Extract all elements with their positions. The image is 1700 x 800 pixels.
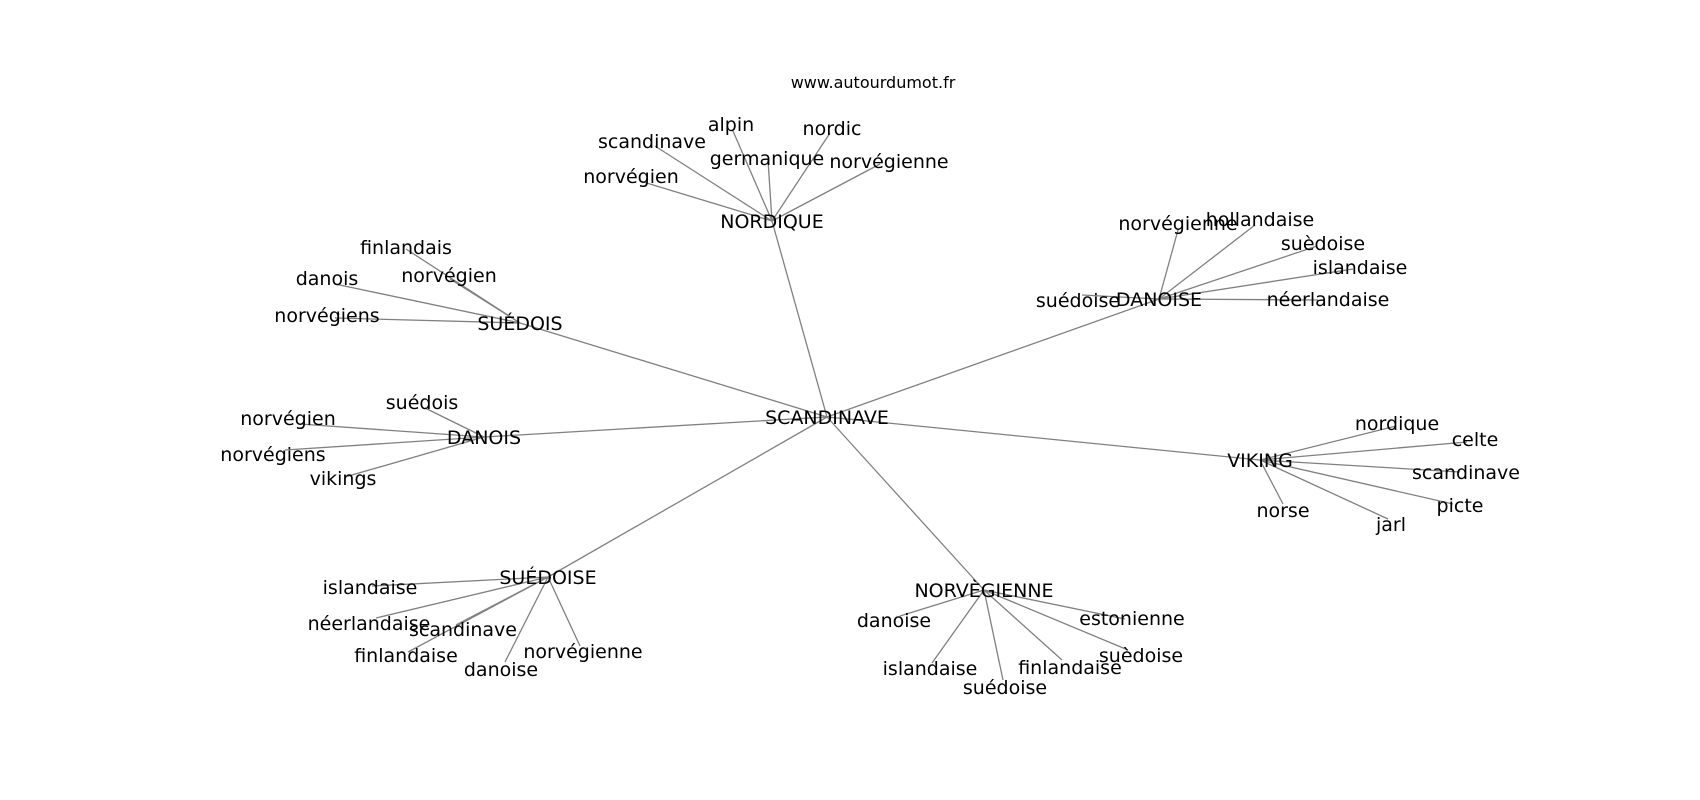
leaf-node-label: norvégien [401, 265, 496, 287]
edge-suedoise-leaf [407, 576, 549, 653]
leaf-node-label: finlandaise [354, 645, 458, 667]
graph-edges [284, 130, 1468, 681]
leaf-node-label: norvégiens [220, 444, 325, 466]
edge-suedois-leaf [449, 278, 521, 324]
graph-labels: www.autourdumot.fr alpin nordic scandinave… [220, 73, 1520, 699]
leaf-node-label: alpin [708, 114, 754, 136]
center-node-label: SCANDINAVE [765, 407, 889, 429]
leaf-node-label: danoise [464, 659, 538, 681]
edge-norvegienne-leaf [983, 589, 1126, 620]
edge-viking-leaf [1259, 441, 1468, 461]
edge-danoise-leaf [1158, 229, 1179, 300]
leaf-node-label: suèdoise [1099, 645, 1183, 667]
edge-viking-leaf [1259, 459, 1461, 473]
edge-center-nordique [771, 220, 828, 418]
edge-center-viking [826, 416, 1261, 461]
hub-node-norvegienne: NORVÈGIENNE [914, 579, 1053, 602]
edge-viking-leaf [1259, 425, 1397, 461]
edge-norvegienne-leaf [899, 589, 985, 617]
edge-norvegienne-leaf [983, 589, 1129, 651]
edge-suedoise-leaf [371, 576, 549, 587]
leaf-node-label: norvégiens [274, 305, 379, 327]
hub-node-danoise: DANOISE [1116, 289, 1202, 311]
leaf-node-label: nordique [1355, 413, 1439, 435]
leaf-node-label: nordic [803, 118, 862, 140]
edge-center-suedoise [547, 416, 828, 578]
leaf-node-label: suédoise [1036, 290, 1120, 312]
leaf-node-label: scandinave [409, 619, 517, 641]
leaf-node-label: norse [1256, 500, 1309, 522]
leaf-node-label: norvégien [583, 166, 678, 188]
edge-viking-leaf [1259, 459, 1284, 505]
edge-viking-leaf [1259, 459, 1454, 505]
edge-norvegienne-leaf [983, 589, 1063, 661]
edge-suedoise-leaf [547, 576, 581, 647]
edge-nordique-leaf [732, 130, 773, 222]
edge-danoise-leaf [1158, 245, 1318, 300]
leaf-node-label: scandinave [598, 131, 706, 153]
edge-danoise-leaf [1158, 298, 1319, 301]
leaf-node-label: germanique [710, 148, 825, 170]
hub-node-danois: DANOIS [447, 427, 521, 449]
leaf-node-label: néerlandaise [1267, 289, 1390, 311]
leaf-node-label: finlandais [360, 237, 452, 259]
site-watermark: www.autourdumot.fr [791, 73, 956, 92]
leaf-node-label: estonienne [1079, 608, 1184, 630]
leaf-node-label: danois [296, 268, 359, 290]
leaf-node-label: norvégienne [523, 641, 642, 663]
edge-center-suedois [519, 322, 828, 418]
edge-danoise-leaf [1158, 224, 1256, 300]
leaf-node-label: suédois [386, 392, 459, 414]
hub-node-viking: VIKING [1227, 450, 1293, 472]
hub-node-suedois: SUÉDOIS [477, 312, 562, 335]
edge-suedoise-leaf [504, 576, 549, 663]
edge-center-danois [483, 416, 828, 438]
leaf-node-label: islandaise [323, 577, 418, 599]
edge-center-danoise [826, 298, 1160, 418]
leaf-node-label: norvégienne [1118, 213, 1237, 235]
leaf-node-label: islandaise [883, 658, 978, 680]
leaf-node-label: finlandaise [1018, 657, 1122, 679]
edge-nordique-leaf [767, 159, 773, 222]
edge-suedoise-leaf [375, 576, 549, 619]
edge-norvegienne-leaf [983, 589, 1004, 681]
leaf-node-label: suédoise [963, 677, 1047, 699]
edge-viking-leaf [1259, 459, 1389, 520]
hub-node-nordique: NORDIQUE [720, 211, 823, 233]
leaf-node-label: jarl [1375, 514, 1406, 536]
hub-node-suedoise: SUÉDOISE [499, 566, 596, 589]
edge-nordique-leaf [639, 180, 773, 222]
edge-danoise-leaf [1158, 268, 1354, 300]
edge-nordique-leaf [771, 163, 881, 222]
edge-nordique-leaf [654, 145, 773, 222]
edge-danois-leaf [299, 423, 485, 438]
leaf-node-label: suèdoise [1281, 233, 1365, 255]
leaf-node-label: picte [1437, 495, 1484, 517]
edge-suedois-leaf [334, 283, 521, 324]
leaf-node-label: celte [1452, 429, 1499, 451]
leaf-node-label: hollandaise [1206, 209, 1314, 231]
leaf-node-label: vikings [310, 468, 377, 490]
edge-norvegienne-leaf [931, 589, 985, 664]
leaf-node-label: danoise [857, 610, 931, 632]
edge-danois-leaf [424, 407, 485, 438]
leaf-node-label: scandinave [1412, 462, 1520, 484]
edge-danoise-leaf [1081, 294, 1160, 300]
edge-center-norvegienne [826, 416, 985, 591]
leaf-node-label: norvégien [240, 408, 335, 430]
leaf-node-label: norvégienne [829, 151, 948, 173]
edge-danois-leaf [344, 436, 485, 478]
leaf-node-label: néerlandaise [308, 613, 431, 635]
edge-nordique-leaf [771, 132, 831, 222]
edge-danois-leaf [284, 436, 485, 451]
leaf-node-label: islandaise [1313, 257, 1408, 279]
edge-suedois-leaf [334, 317, 521, 324]
